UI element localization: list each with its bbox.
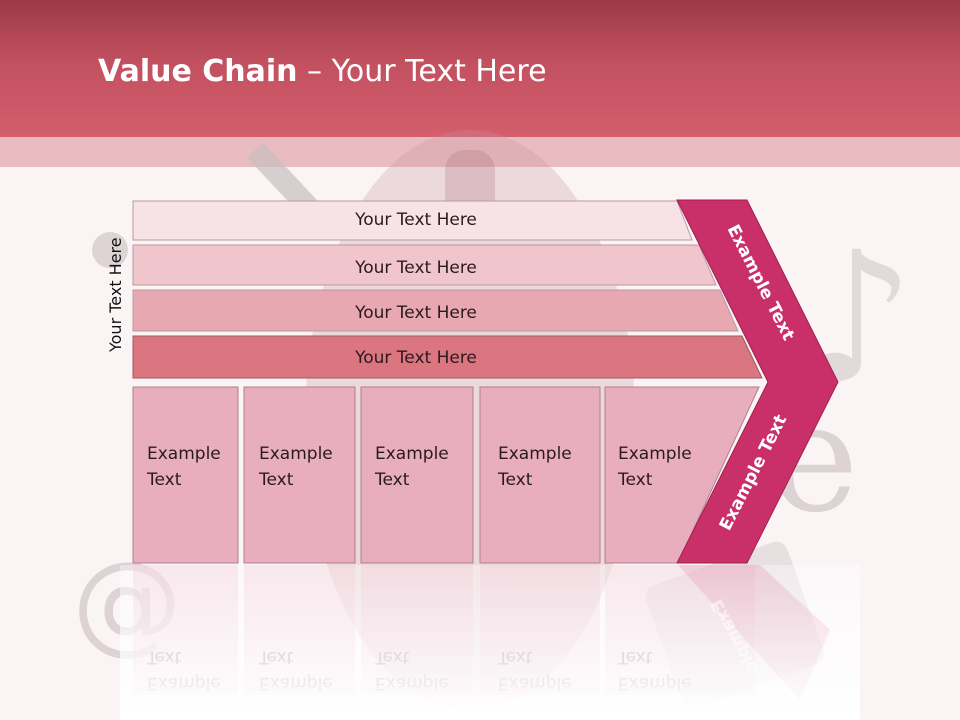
person-icon: [92, 232, 128, 268]
activity-box-label: Example: [147, 444, 221, 464]
primary-boxes: Example Text Example Text Example Text E…: [132, 386, 760, 564]
title-bold: Value Chain: [98, 54, 298, 89]
support-row-label: Your Text Here: [354, 348, 477, 368]
support-row: [132, 200, 693, 241]
page-title: Value Chain – Your Text Here: [98, 54, 547, 89]
support-rows: Your Text Here Your Text Here Your Text …: [132, 200, 763, 379]
activity-box-label: Example: [498, 444, 572, 464]
support-row: [132, 289, 739, 332]
activity-box: [132, 386, 239, 564]
support-row: [132, 244, 717, 286]
reflection: Example Text Example Text Example Text E…: [120, 565, 860, 720]
activity-box-label: Text: [617, 470, 653, 490]
activity-box-label: Text: [374, 470, 410, 490]
side-label: Your Text Here: [106, 237, 125, 353]
activity-box-label: Text: [497, 470, 533, 490]
activity-box-label: Text: [258, 470, 294, 490]
activity-box: [243, 386, 356, 564]
activity-box-label: Example: [618, 444, 692, 464]
margin-chevron: [676, 199, 839, 564]
support-row-label: Your Text Here: [354, 258, 477, 278]
header-band: [0, 137, 960, 167]
activity-box-label: Text: [146, 470, 182, 490]
header-bar: [0, 0, 960, 137]
support-row: [132, 335, 763, 379]
support-row-label: Your Text Here: [354, 303, 477, 323]
title-rest: – Your Text Here: [297, 54, 547, 89]
activity-box: [479, 386, 601, 564]
activity-box-label: Example: [375, 444, 449, 464]
activity-box: [360, 386, 474, 564]
support-row-label: Your Text Here: [354, 210, 477, 230]
activity-box-label: Example: [259, 444, 333, 464]
